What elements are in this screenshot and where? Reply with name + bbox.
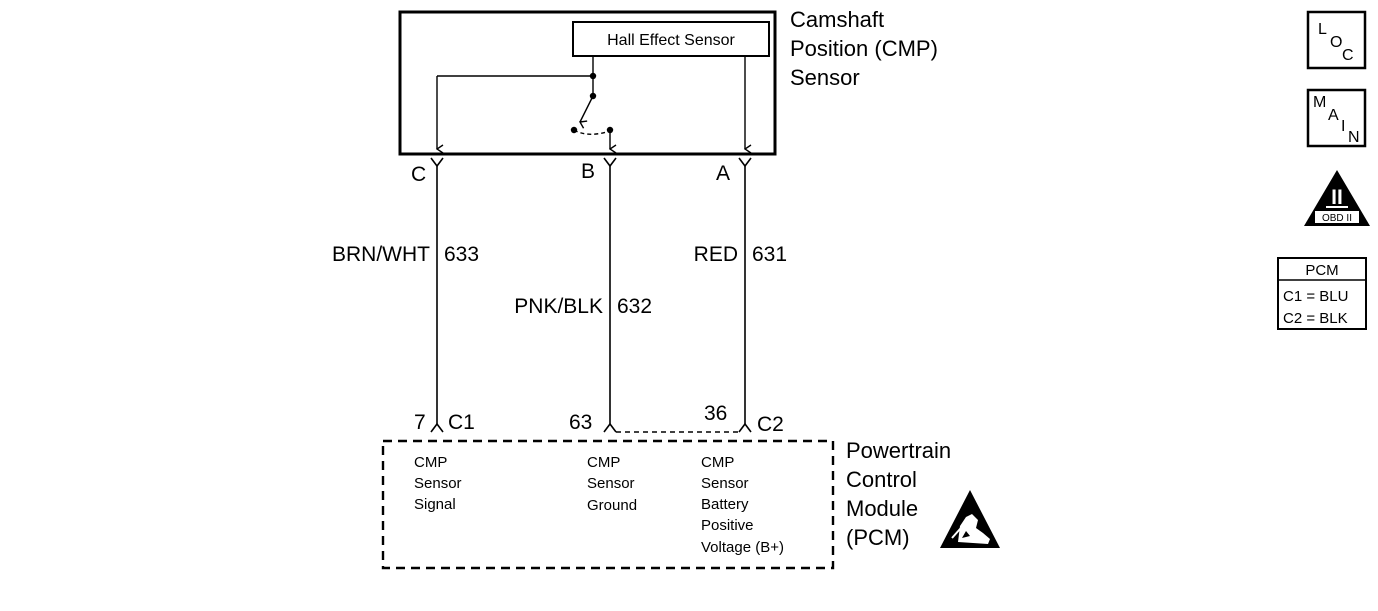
pcm-connector-c1: C1	[448, 411, 475, 434]
esd-warning-icon	[940, 490, 1000, 548]
hall-internal-circuit	[437, 56, 745, 149]
wires	[436, 166, 746, 424]
wire-631-color: RED	[694, 243, 738, 266]
switch-contacts	[570, 72, 614, 134]
cmp-sensor: Hall Effect Sensor Camshaft Position (CM…	[398, 7, 938, 156]
hall-effect-sensor-box	[572, 21, 770, 57]
main-icon[interactable]: M A I N	[1306, 88, 1367, 148]
pcm-bplus-line-1: CMP	[701, 454, 734, 471]
loc-icon[interactable]: L O C	[1306, 10, 1367, 70]
pin-c-label: C	[411, 163, 426, 186]
pcm-ground-line-2: Sensor	[587, 475, 635, 492]
wire-633-color: BRN/WHT	[332, 243, 430, 266]
pcm-signal-line-2: Sensor	[414, 475, 462, 492]
pcm-title-line-1: Powertrain	[846, 438, 951, 463]
pcm-bplus-line-2: Sensor	[701, 475, 749, 492]
pcm-legend-title: PCM	[1305, 262, 1338, 279]
loc-letter-c: C	[1342, 47, 1354, 64]
main-letter-i: I	[1341, 118, 1345, 135]
cmp-title-line-1: Camshaft	[790, 7, 884, 32]
cmp-title-line-2: Position (CMP)	[790, 36, 938, 61]
pcm-connector	[430, 422, 752, 433]
pcm-bplus-line-3: Battery	[701, 496, 749, 513]
hall-effect-sensor-label: Hall Effect Sensor	[607, 32, 735, 49]
pcm-signal-line-3: Signal	[414, 496, 456, 513]
pcm-pin-36: 36	[704, 402, 727, 425]
pin-b-label: B	[581, 160, 595, 183]
pin-a-label: A	[716, 162, 730, 185]
wire-632-circuit: 632	[617, 295, 652, 318]
obd-ii-icon[interactable]: II OBD II	[1304, 170, 1370, 226]
pcm-bplus-line-5: Voltage (B+)	[701, 539, 784, 556]
pcm-title-line-4: (PCM)	[846, 525, 910, 550]
pcm-title-line-2: Control	[846, 467, 917, 492]
pcm-module: CMP Sensor Signal CMP Sensor Ground CMP …	[381, 438, 951, 570]
loc-letter-l: L	[1318, 21, 1327, 38]
loc-letter-o: O	[1330, 34, 1342, 51]
main-letter-m: M	[1313, 94, 1326, 111]
wire-632-color: PNK/BLK	[514, 295, 603, 318]
wire-633-circuit: 633	[444, 243, 479, 266]
cmp-title-line-3: Sensor	[790, 65, 860, 90]
pcm-connector-c2: C2	[757, 413, 784, 436]
pcm-signal-line-1: CMP	[414, 454, 447, 471]
pcm-ground-line-3: Ground	[587, 497, 637, 514]
wire-631-circuit: 631	[752, 243, 787, 266]
pcm-box	[381, 439, 835, 570]
obd-ii-numeral: II	[1331, 186, 1343, 209]
pcm-connector-legend: PCM C1 = BLU C2 = BLK	[1277, 257, 1367, 330]
pcm-legend-row-2: C2 = BLK	[1283, 310, 1348, 327]
main-letter-a: A	[1328, 107, 1339, 124]
pcm-ground-line-1: CMP	[587, 454, 620, 471]
pcm-pin-7: 7	[414, 411, 426, 434]
main-letter-n: N	[1348, 129, 1360, 146]
cmp-sensor-box	[398, 10, 777, 156]
pcm-bplus-line-4: Positive	[701, 517, 754, 534]
obd-ii-label: OBD II	[1322, 213, 1352, 224]
pcm-title-line-3: Module	[846, 496, 918, 521]
pcm-legend-row-1: C1 = BLU	[1283, 288, 1348, 305]
pcm-pin-63: 63	[569, 411, 592, 434]
